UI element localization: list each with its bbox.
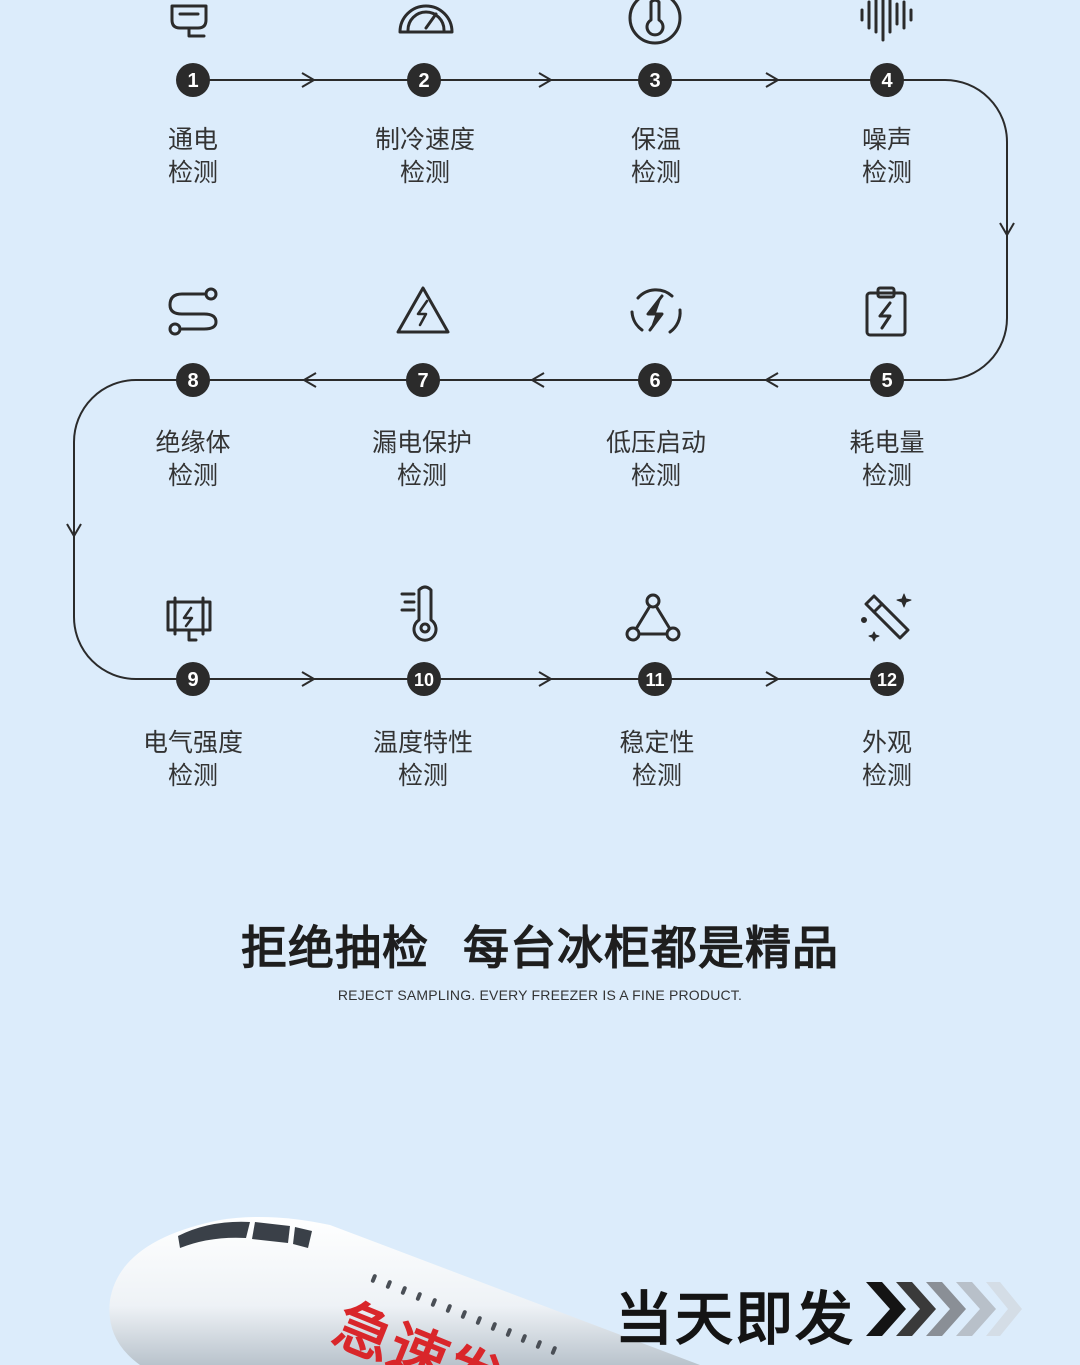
badge-7 — [406, 363, 440, 397]
panel-bolt-icon — [166, 596, 212, 642]
step-title: 外观 — [861, 728, 912, 757]
badge-1 — [176, 63, 210, 97]
page-subheadline: REJECT SAMPLING. EVERY FREEZER IS A FINE… — [337, 987, 743, 1003]
badge-number: 12 — [877, 670, 897, 690]
badge-11 — [638, 662, 672, 696]
step-subtitle: 检测 — [630, 158, 681, 187]
badge-3 — [638, 63, 672, 97]
step-label-1: 通电 检测 — [93, 123, 293, 189]
badge-number: 2 — [418, 70, 429, 92]
airplane-illustration: 急速发 — [109, 1216, 700, 1365]
step-label-4: 噪声 检测 — [787, 123, 987, 189]
badge-2 — [407, 63, 441, 97]
bolt-circle-icon — [630, 288, 682, 334]
step-label-9: 电气强度 检测 — [93, 726, 293, 792]
step-subtitle: 检测 — [167, 158, 218, 187]
step-title: 耗电量 — [849, 428, 925, 457]
cabin-windows — [370, 1274, 557, 1355]
step-label-2: 制冷速度 检测 — [325, 123, 525, 189]
step-title: 制冷速度 — [374, 125, 475, 154]
step-title: 绝缘体 — [155, 428, 231, 457]
step-label-3: 保温 检测 — [556, 123, 756, 189]
step-subtitle: 检测 — [631, 761, 682, 790]
badge-4 — [870, 63, 904, 97]
step-subtitle: 检测 — [397, 761, 448, 790]
inspection-flow-diagram: 1 2 3 4 5 6 7 8 9 10 11 12 — [66, 0, 1015, 696]
badge-number: 4 — [881, 70, 893, 92]
step-title: 噪声 — [861, 125, 912, 154]
step-subtitle: 检测 — [399, 158, 450, 187]
step-subtitle: 检测 — [861, 461, 912, 490]
speedometer-icon — [398, 4, 454, 34]
clipboard-bolt-icon — [865, 286, 907, 337]
thermometer-icon — [400, 585, 438, 642]
route-icon — [168, 287, 218, 336]
step-subtitle: 检测 — [861, 761, 912, 790]
badge-number: 11 — [645, 670, 664, 690]
warning-bolt-icon — [396, 286, 450, 334]
badge-number: 8 — [187, 370, 198, 392]
step-subtitle: 检测 — [861, 158, 912, 187]
step-title: 漏电保护 — [371, 428, 472, 457]
thermometer-circle-icon — [628, 0, 682, 45]
badge-number: 10 — [414, 670, 434, 690]
step-label-12: 外观 检测 — [787, 726, 987, 792]
step-title: 电气强度 — [142, 728, 243, 757]
step-badges — [176, 63, 904, 696]
badge-9 — [176, 662, 210, 696]
step-label-6: 低压启动 检测 — [556, 426, 756, 492]
plug-icon — [170, 4, 208, 38]
badge-number: 5 — [881, 370, 892, 392]
step-title: 稳定性 — [619, 728, 695, 757]
badge-number: 3 — [649, 70, 660, 92]
badge-12 — [870, 662, 904, 696]
step-title: 通电 — [167, 125, 218, 154]
triangle-nodes-icon — [625, 593, 681, 642]
step-subtitle: 检测 — [167, 461, 218, 490]
step-label-8: 绝缘体 检测 — [93, 426, 293, 492]
badge-number: 9 — [187, 669, 198, 691]
badge-5 — [870, 363, 904, 397]
step-subtitle: 检测 — [396, 461, 447, 490]
step-label-10: 温度特性 检测 — [323, 726, 523, 792]
step-subtitle: 检测 — [630, 461, 681, 490]
badge-number: 1 — [187, 70, 198, 92]
badge-number: 7 — [417, 370, 428, 392]
same-day-shipping-text: 当天即发 — [615, 1285, 856, 1353]
magic-wand-icon — [861, 593, 912, 642]
step-title: 保温 — [630, 125, 681, 154]
speed-chevrons-icon — [866, 1282, 1022, 1336]
badge-10 — [407, 662, 441, 696]
cockpit-window — [252, 1222, 290, 1243]
step-label-5: 耗电量 检测 — [787, 426, 987, 492]
sound-wave-icon — [860, 0, 913, 42]
step-title: 温度特性 — [372, 728, 473, 757]
badge-6 — [638, 363, 672, 397]
cockpit-window — [178, 1221, 250, 1248]
step-label-11: 稳定性 检测 — [557, 726, 757, 792]
badge-8 — [176, 363, 210, 397]
page-headline: 拒绝抽检 每台冰柜都是精品 — [240, 921, 840, 975]
step-title: 低压启动 — [605, 428, 706, 457]
step-subtitle: 检测 — [167, 761, 218, 790]
cockpit-window — [293, 1227, 312, 1248]
step-label-7: 漏电保护 检测 — [322, 426, 522, 492]
badge-number: 6 — [649, 370, 660, 392]
